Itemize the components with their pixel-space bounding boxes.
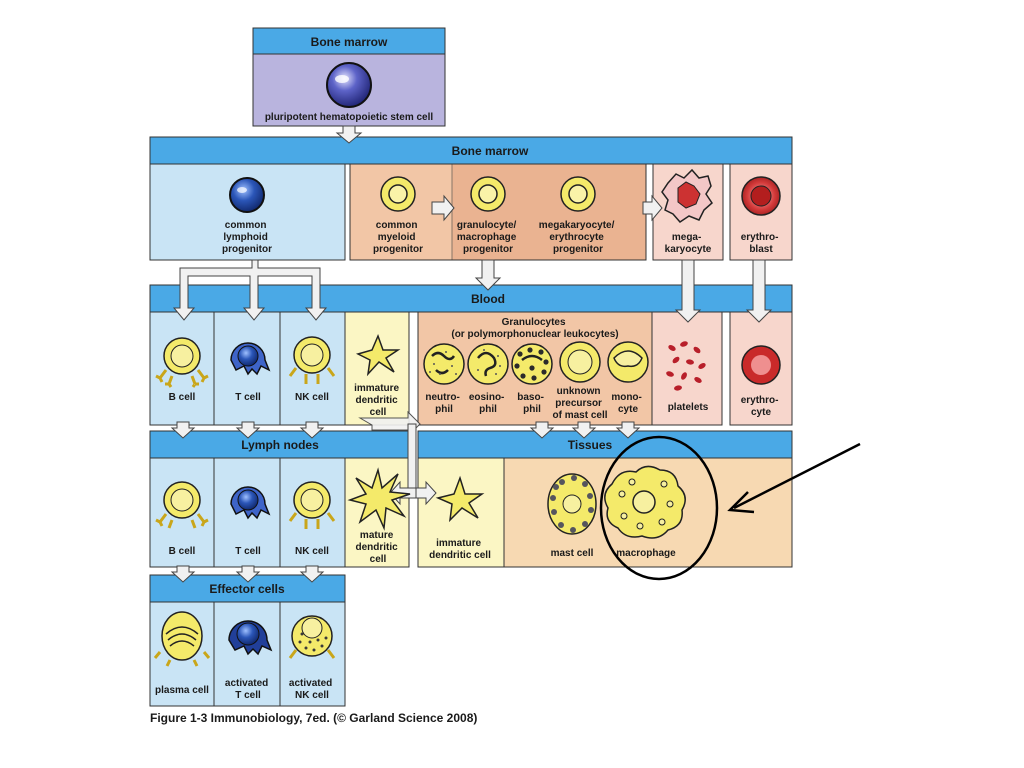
- basophil-icon: [511, 343, 553, 385]
- neutrophil-label: neutro- phil: [425, 392, 462, 415]
- lymph-t-cell-icon: [230, 486, 271, 520]
- lymph-b-cell-label: B cell: [169, 546, 196, 557]
- lymphoid-progenitor-label: common lymphoid progenitor: [222, 220, 272, 255]
- activated-nk-cell-label: activated NK cell: [289, 678, 335, 701]
- stem-cell-icon: [326, 62, 372, 108]
- blood-immature-dc-icon: [355, 333, 401, 377]
- lymph-t-cell-label: T cell: [235, 546, 261, 557]
- mep-progenitor-label: megakaryocyte/ erythrocyte progenitor: [539, 220, 617, 255]
- blood-t-cell-icon: [230, 342, 271, 376]
- macrophage-icon: [604, 465, 686, 539]
- macrophage-highlight-annotation: [599, 435, 861, 581]
- blood-b-cell-label: B cell: [169, 392, 196, 403]
- macrophage-label: macrophage: [616, 548, 676, 559]
- blood-immature-dc-label: immature dendritic cell: [354, 383, 402, 418]
- blood-nk-cell-label: NK cell: [295, 392, 329, 403]
- effector-t-panel: [213, 601, 281, 707]
- tissue-immature-dc-label: immature dendritic cell: [429, 538, 491, 561]
- plasma-cell-icon: [153, 611, 211, 667]
- bone-marrow-bar: [149, 136, 793, 165]
- mature-dc-label: mature dendritic cell: [355, 530, 400, 565]
- stem-cell-label: pluripotent hematopoietic stem cell: [265, 112, 434, 123]
- lymphoid-branch-arrows: [172, 259, 328, 321]
- myeloid-progenitor-label: common myeloid progenitor: [373, 220, 423, 255]
- erythroblast-label: erythro- blast: [741, 232, 782, 255]
- neutrophil-icon: [423, 343, 465, 385]
- activated-t-cell-icon: [228, 620, 273, 656]
- lymphoid-progenitor-icon: [229, 177, 265, 213]
- bone-marrow-header: Bone marrow: [452, 144, 529, 158]
- erythrocyte-label: erythro- cyte: [741, 395, 782, 418]
- platelet-panel: [651, 311, 723, 426]
- activated-t-cell-label: activated T cell: [225, 678, 271, 701]
- gm-progenitor-label: granulocyte/ macrophage progenitor: [457, 220, 519, 255]
- blood-dc-panel: [344, 311, 410, 426]
- blood-b-cell-icon: [155, 337, 209, 388]
- tissues-bar: [417, 430, 793, 459]
- blood-t-cell-label: T cell: [235, 392, 261, 403]
- plasma-cell-label: plasma cell: [155, 685, 209, 696]
- tissue-dc-panel: [417, 457, 505, 568]
- mep-progenitor-icon: [560, 176, 596, 212]
- lymph-nk-cell-icon: [288, 481, 336, 529]
- basophil-label: baso- phil: [517, 392, 546, 415]
- bone-marrow-top-header: Bone marrow: [311, 35, 388, 49]
- mast-cell-icon: [547, 473, 597, 535]
- mast-cell-label: mast cell: [551, 548, 594, 559]
- granulocytes-header: Granulocytes (or polymorphonuclear leuko…: [451, 317, 618, 340]
- lymph-nodes-bar: [149, 430, 410, 459]
- lymph-nodes-header: Lymph nodes: [241, 438, 319, 452]
- tissue-immature-dc-icon: [435, 475, 485, 523]
- megakaryocyte-label: mega- karyocyte: [665, 232, 712, 255]
- effector-header: Effector cells: [209, 582, 285, 596]
- flow-arrows: [335, 125, 773, 323]
- eosinophil-label: eosino- phil: [469, 392, 507, 415]
- unknown-precursor-label: unknown precursor of mast cell: [552, 386, 607, 421]
- unknown-precursor-icon: [559, 341, 601, 383]
- myeloid-progenitor-icon: [380, 176, 416, 212]
- highlight-circle: [599, 435, 719, 581]
- gm-progenitor-icon: [470, 176, 506, 212]
- blood-header: Blood: [471, 292, 505, 306]
- monocyte-icon: [607, 341, 649, 383]
- lymph-nk-cell-label: NK cell: [295, 546, 329, 557]
- erythroblast-icon: [741, 176, 781, 216]
- megakaryocyte-icon: [661, 168, 713, 223]
- platelets-label: platelets: [668, 402, 709, 413]
- lymph-b-cell-icon: [155, 481, 209, 529]
- mature-dc-icon: [347, 467, 411, 531]
- bone-marrow-top-bar: [252, 27, 446, 55]
- figure-caption: Figure 1-3 Immunobiology, 7ed. (© Garlan…: [150, 711, 477, 725]
- erythrocyte-icon: [741, 345, 781, 385]
- activated-nk-cell-icon: [288, 615, 336, 659]
- monocyte-label: mono- cyte: [611, 392, 644, 415]
- highlight-arrow-head: [727, 491, 755, 514]
- blood-to-lymph-arrows: [170, 421, 641, 583]
- platelets-icon: [666, 341, 706, 391]
- blood-nk-cell-icon: [288, 336, 336, 384]
- eosinophil-icon: [467, 343, 509, 385]
- tissues-header: Tissues: [568, 438, 613, 452]
- highlight-arrow-line: [733, 442, 861, 510]
